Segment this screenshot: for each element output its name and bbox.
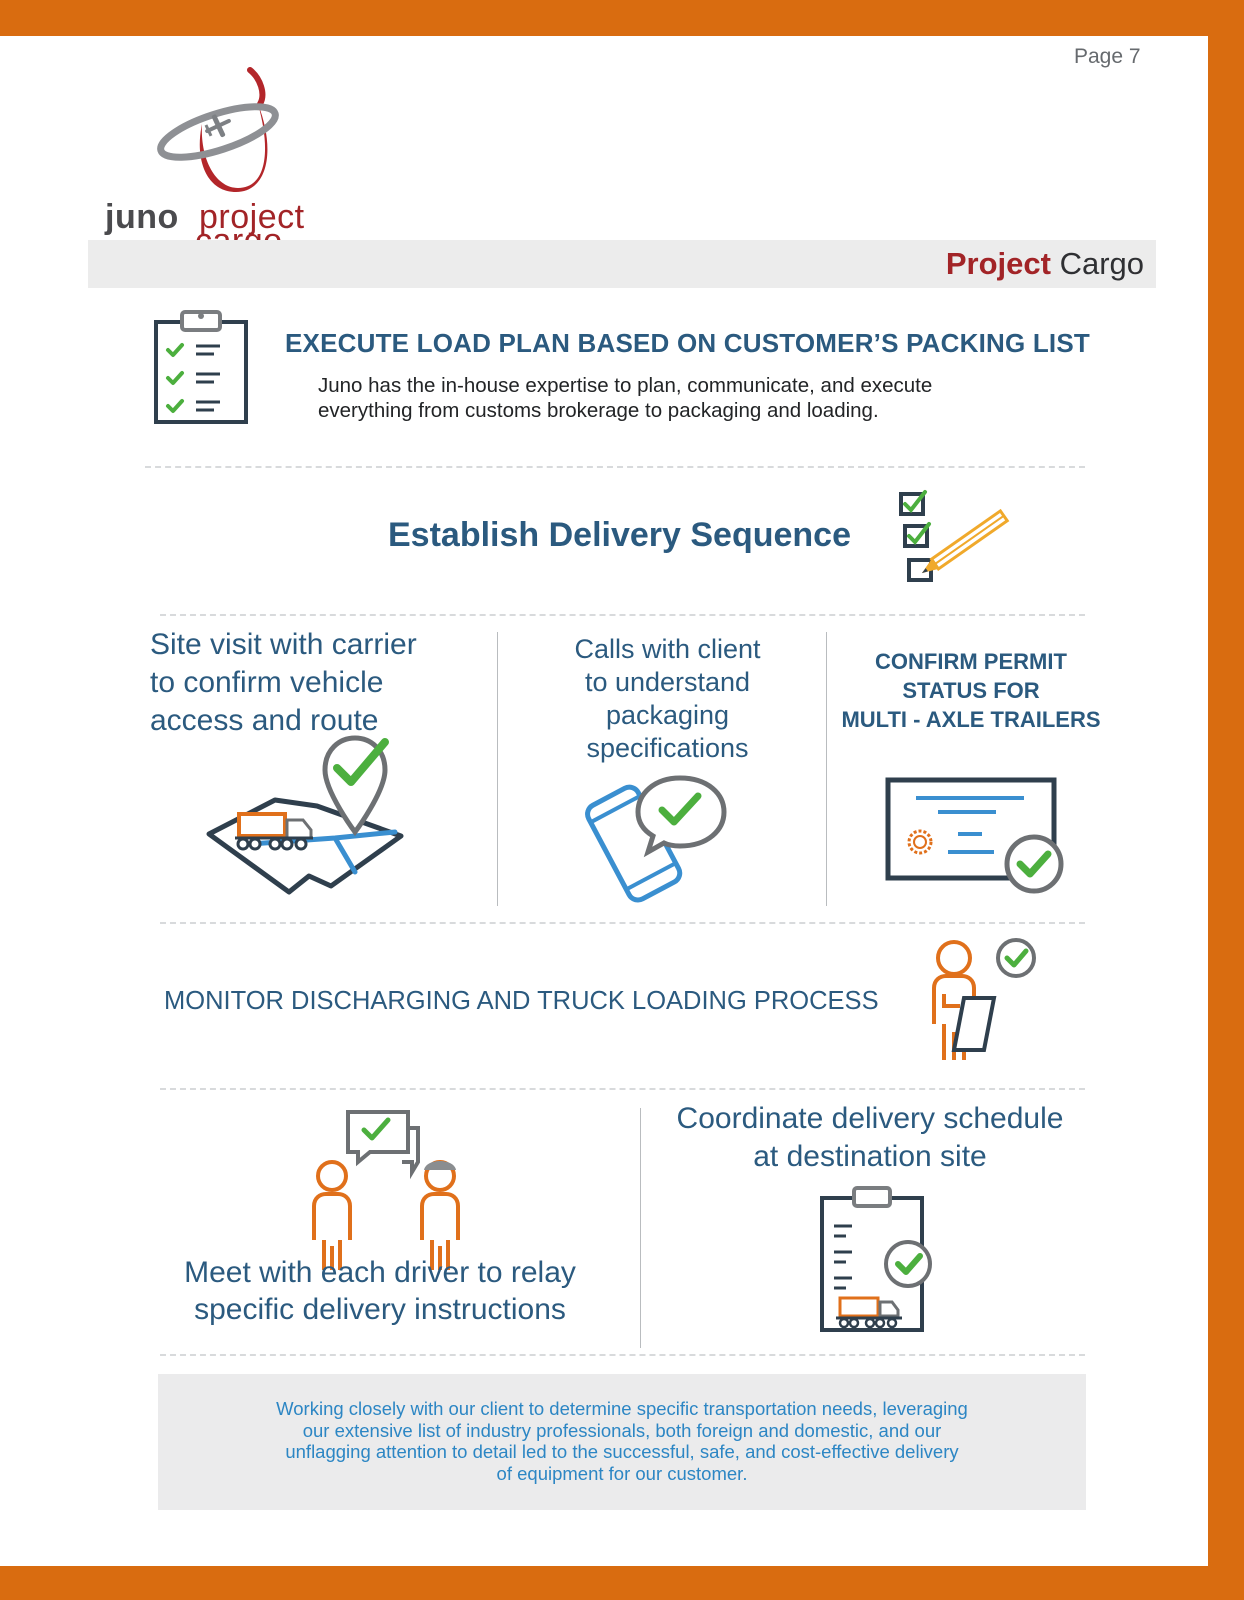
site-visit-line: Site visit with carrier bbox=[150, 628, 417, 661]
section-divider bbox=[145, 466, 1085, 468]
title-bold-word: Project bbox=[945, 246, 1051, 281]
calls-line: to understand bbox=[584, 667, 751, 697]
summary-line: of equipment for our customer. bbox=[496, 1462, 748, 1484]
summary-text: Working closely with our client to deter… bbox=[228, 1398, 1016, 1484]
checkbox-pencil-icon bbox=[899, 490, 1010, 582]
delivery-sequence-heading: Establish Delivery Sequence bbox=[388, 516, 851, 554]
column-divider bbox=[826, 632, 827, 906]
title-rest-word: Cargo bbox=[1050, 246, 1144, 281]
page-number: Page 7 bbox=[1074, 45, 1141, 68]
section-divider bbox=[160, 614, 1085, 616]
confirm-permit-text: CONFIRM PERMIT STATUS FOR MULTI - AXLE T… bbox=[826, 647, 1116, 734]
site-visit-line: to confirm vehicle bbox=[150, 666, 384, 699]
document-page: Page 7 juno project cargo Project Cargo bbox=[0, 36, 1208, 1566]
summary-line: unflagging attention to detail led to th… bbox=[285, 1441, 959, 1462]
logo-word-project: project bbox=[199, 198, 305, 236]
map-route-truck-icon bbox=[206, 735, 404, 895]
meet-driver-text: Meet with each driver to relay specific … bbox=[150, 1254, 610, 1328]
inspector-tablet-icon bbox=[932, 938, 1036, 1060]
section-divider bbox=[160, 922, 1085, 924]
logo-swoosh-icon bbox=[157, 67, 279, 192]
calls-line: packaging bbox=[605, 700, 730, 730]
section-divider bbox=[160, 1088, 1085, 1090]
logo-word-juno: juno bbox=[105, 198, 179, 236]
coordinate-line: Coordinate delivery schedule bbox=[676, 1102, 1064, 1135]
calls-line: Calls with client bbox=[574, 634, 761, 664]
summary-line: Working closely with our client to deter… bbox=[276, 1398, 968, 1419]
permit-line: MULTI - AXLE TRAILERS bbox=[841, 707, 1101, 732]
column-divider bbox=[497, 632, 498, 906]
permit-certificate-icon bbox=[885, 777, 1064, 894]
coordinate-line: at destination site bbox=[753, 1140, 987, 1173]
meet-line: specific delivery instructions bbox=[194, 1293, 566, 1326]
coordinate-schedule-text: Coordinate delivery schedule at destinat… bbox=[640, 1100, 1100, 1176]
summary-box: Working closely with our client to deter… bbox=[158, 1374, 1086, 1510]
execute-load-plan-heading: EXECUTE LOAD PLAN BASED ON CUSTOMER’S PA… bbox=[285, 328, 1090, 358]
section-divider bbox=[160, 1354, 1085, 1356]
clipboard-checklist-icon bbox=[154, 310, 248, 424]
execute-load-plan-body: Juno has the in-house expertise to plan,… bbox=[318, 374, 933, 422]
phone-chat-check-icon bbox=[585, 775, 727, 903]
title-band: Project Cargo bbox=[88, 240, 1156, 288]
summary-line: our extensive list of industry professio… bbox=[302, 1419, 942, 1441]
clipboard-truck-icon bbox=[820, 1186, 932, 1332]
column-divider bbox=[640, 1108, 641, 1348]
site-visit-text: Site visit with carrier to confirm vehic… bbox=[150, 626, 490, 740]
company-logo: juno project cargo bbox=[100, 64, 360, 264]
calls-with-client-text: Calls with client to understand packagin… bbox=[520, 633, 815, 765]
monitor-process-heading: MONITOR DISCHARGING AND TRUCK LOADING PR… bbox=[164, 987, 879, 1015]
site-visit-line: access and route bbox=[150, 704, 379, 737]
meet-line: Meet with each driver to relay bbox=[184, 1256, 576, 1289]
permit-line: CONFIRM PERMIT bbox=[875, 649, 1067, 674]
calls-line: specifications bbox=[586, 733, 749, 763]
page-title: Project Cargo bbox=[946, 246, 1144, 282]
drivers-chat-icon bbox=[312, 1110, 460, 1270]
permit-line: STATUS FOR bbox=[902, 678, 1040, 703]
